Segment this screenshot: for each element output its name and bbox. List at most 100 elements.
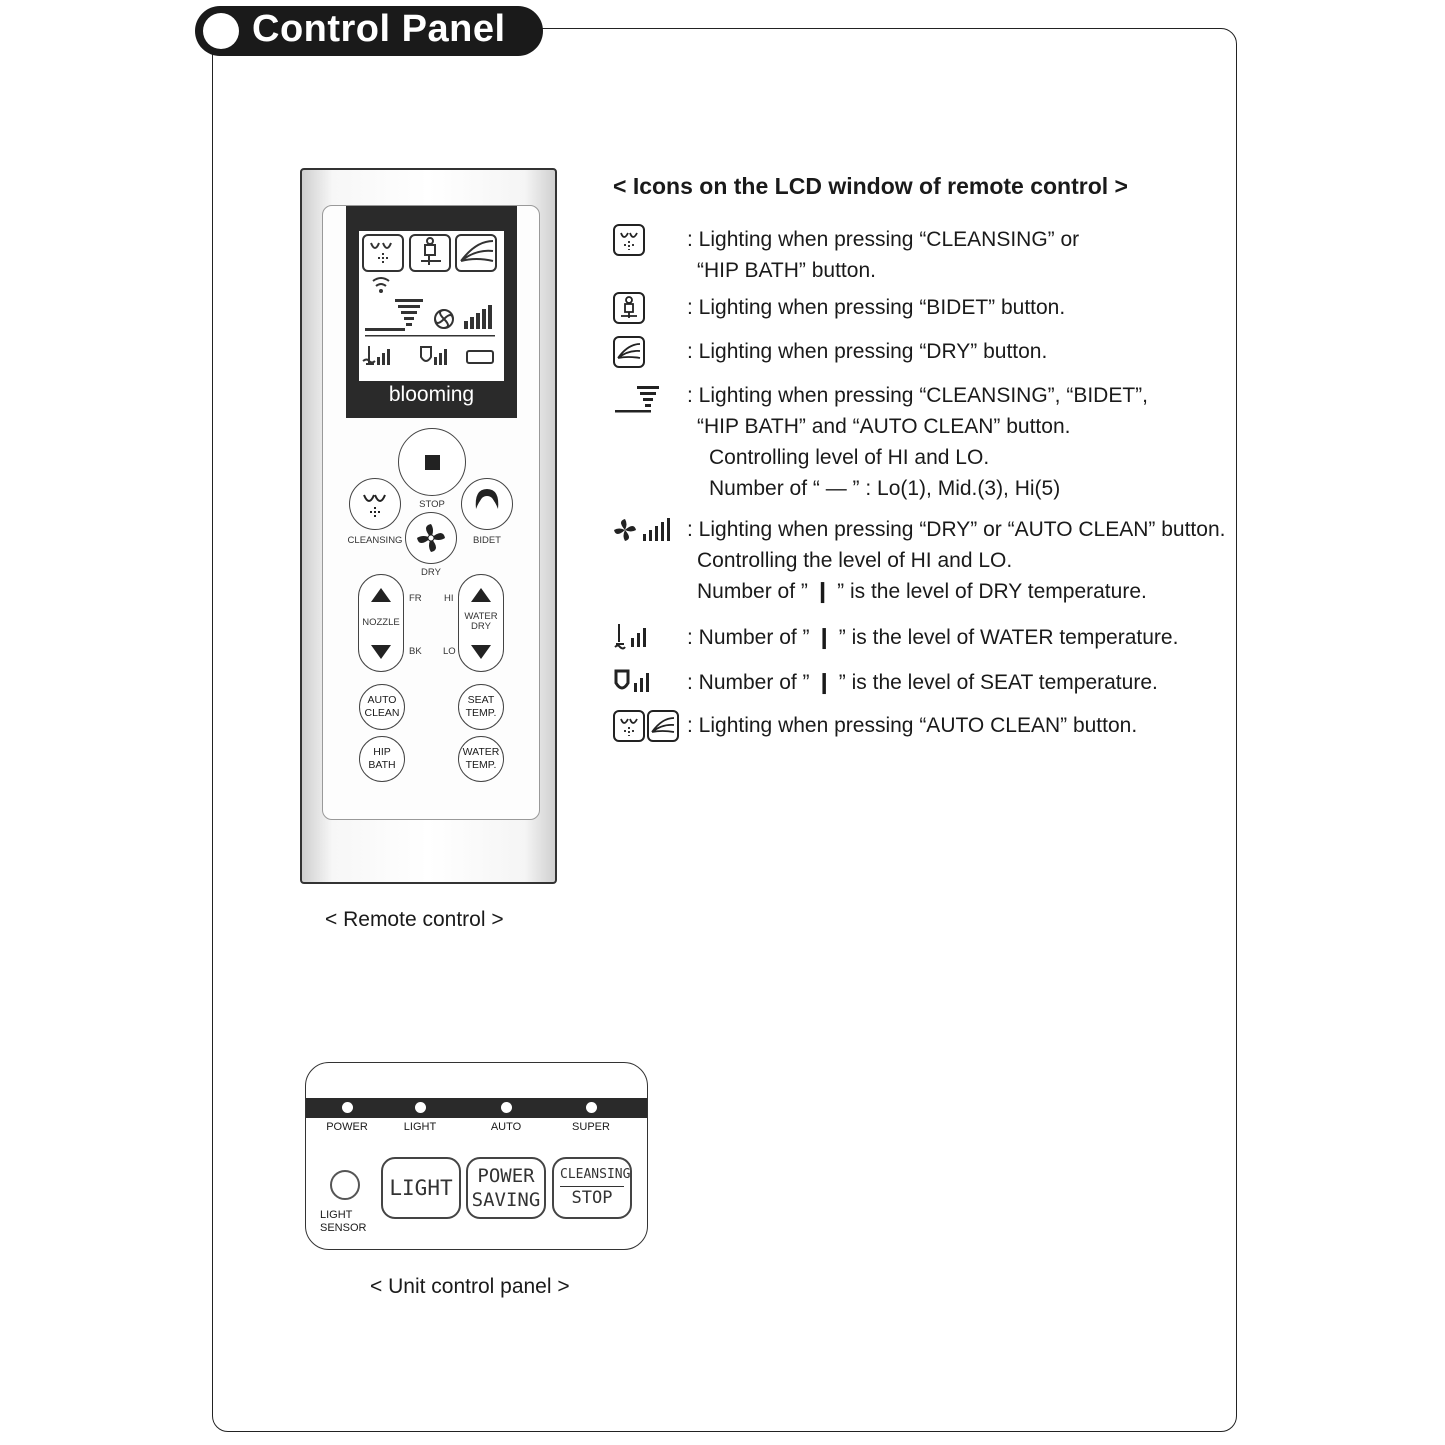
lcd-screen — [359, 231, 504, 381]
lcd-icons — [362, 234, 497, 365]
seat-temp-label-line2: TEMP. — [465, 707, 497, 719]
legend-text: : Lighting when pressing “CLEANSING”, “B… — [687, 380, 1148, 504]
cleansing-stop-label-line1: CLEANSING — [560, 1164, 630, 1187]
auto-clean-label-line1: AUTO — [367, 694, 397, 706]
lo-label: LO — [443, 646, 456, 657]
fan-level-icon — [613, 516, 673, 548]
light-sensor-label: LIGHT SENSOR — [320, 1209, 366, 1235]
cleansing-icon — [363, 494, 386, 517]
super-led — [586, 1102, 597, 1113]
remote-control: blooming STOP CLEANSING BIDET — [300, 168, 557, 884]
light-sensor-label-line1: LIGHT — [320, 1209, 353, 1221]
hip-bath-button[interactable]: HIP BATH — [359, 736, 405, 782]
power-saving-label: POWER SAVING — [468, 1159, 544, 1212]
power-saving-button[interactable]: POWER SAVING — [466, 1157, 546, 1219]
stop-button[interactable] — [398, 428, 466, 496]
legend-text: : Number of ” ❙ ” is the level of SEAT t… — [687, 671, 1158, 694]
dry-icon — [613, 336, 647, 374]
legend-text: : Lighting when pressing “AUTO CLEAN” bu… — [687, 714, 1138, 737]
bidet-icon — [613, 292, 647, 330]
hip-bath-label-line1: HIP — [373, 746, 391, 758]
legend-text: : Lighting when pressing “DRY” or “AUTO … — [687, 514, 1225, 607]
light-sensor-label-line2: SENSOR — [320, 1222, 367, 1234]
bidet-label: BIDET — [473, 535, 501, 546]
page-title: Control Panel — [252, 8, 506, 50]
legend-line: “HIP BATH” and “AUTO CLEAN” button. — [697, 415, 1071, 438]
remote-caption: < Remote control > — [325, 908, 504, 931]
remote-face: blooming STOP CLEANSING BIDET — [322, 205, 540, 820]
legend-line: Controlling the level of HI and LO. — [697, 549, 1013, 572]
bk-label: BK — [409, 646, 422, 657]
legend-text: : Lighting when pressing “DRY” button. — [687, 340, 1048, 363]
nozzle-label: NOZZLE — [362, 617, 400, 628]
legend-line: Number of “ — ” : Lo(1), Mid.(3), Hi(5) — [709, 477, 1061, 500]
legend-line: Controlling level of HI and LO. — [709, 446, 990, 469]
page-frame — [212, 28, 1237, 1432]
light-sensor — [330, 1170, 360, 1200]
water-temp-button[interactable]: WATER TEMP. — [458, 736, 504, 782]
light-led-label: LIGHT — [403, 1121, 437, 1133]
water-pressure-icon — [613, 384, 661, 418]
seat-temp-button[interactable]: SEAT TEMP. — [458, 684, 504, 730]
brand-logo: blooming — [388, 383, 475, 406]
cleansing-button[interactable] — [349, 478, 401, 530]
power-led — [342, 1102, 353, 1113]
legend-line: Number of ” ❙ ” is the level of DRY temp… — [697, 580, 1147, 603]
water-temp-label-line1: WATER — [462, 746, 500, 758]
led-strip — [306, 1098, 647, 1118]
level-down-arrow-icon[interactable] — [471, 645, 491, 659]
level-up-arrow-icon[interactable] — [471, 588, 491, 602]
hip-bath-label-line2: BATH — [368, 759, 396, 771]
legend-line: : Lighting when pressing “CLEANSING”, “B… — [687, 384, 1148, 407]
auto-clean-icon — [613, 710, 683, 748]
seat-temp-icon — [613, 667, 655, 699]
cleansing-stop-label-line2: STOP — [571, 1188, 613, 1208]
cleansing-stop-button[interactable]: CLEANSING STOP — [552, 1157, 632, 1219]
legend-line: : Lighting when pressing “CLEANSING” or — [687, 228, 1080, 251]
legend-text: : Lighting when pressing “BIDET” button. — [687, 296, 1066, 319]
auto-clean-label-line2: CLEAN — [364, 707, 400, 719]
cleansing-stop-label: CLEANSING STOP — [554, 1159, 630, 1209]
water-dry-label-line1: WATER — [464, 611, 498, 622]
water-dry-label: WATER DRY — [459, 612, 503, 632]
bidet-icon — [475, 489, 499, 510]
unit-control-panel: POWER LIGHT AUTO SUPER LIGHT SENSOR LIGH… — [305, 1062, 648, 1250]
stop-label: STOP — [419, 499, 445, 510]
page-title-pill: Control Panel — [195, 6, 543, 56]
nozzle-forward-arrow-icon[interactable] — [371, 588, 391, 602]
title-dot-icon — [203, 13, 239, 49]
lcd-window: blooming — [346, 206, 517, 418]
cleansing-label: CLEANSING — [347, 535, 403, 546]
dry-label: DRY — [421, 567, 441, 578]
light-button[interactable]: LIGHT — [381, 1157, 461, 1219]
cleansing-icon — [613, 224, 647, 262]
legend-line: “HIP BATH” button. — [697, 259, 876, 282]
water-dry-rocker[interactable]: WATER DRY — [458, 574, 504, 672]
water-temp-label-line2: TEMP. — [465, 759, 497, 771]
hi-label: HI — [444, 593, 454, 604]
auto-led — [501, 1102, 512, 1113]
stop-square-icon — [425, 455, 440, 470]
legend-text: : Number of ” ❙ ” is the level of WATER … — [687, 626, 1179, 649]
icons-heading: < Icons on the LCD window of remote cont… — [613, 173, 1128, 199]
super-led-label: SUPER — [572, 1121, 610, 1133]
seat-temp-label-line1: SEAT — [467, 694, 495, 706]
auto-led-label: AUTO — [490, 1121, 522, 1133]
power-led-label: POWER — [326, 1121, 368, 1133]
bidet-button[interactable] — [461, 478, 513, 530]
water-temp-icon — [613, 622, 653, 654]
fr-label: FR — [409, 593, 422, 604]
nozzle-rocker[interactable]: NOZZLE — [358, 574, 404, 672]
dry-button[interactable] — [405, 512, 457, 564]
power-saving-label-line2: SAVING — [471, 1189, 541, 1211]
light-button-label: LIGHT — [389, 1176, 453, 1200]
power-saving-label-line1: POWER — [477, 1165, 535, 1187]
legend-line: : Lighting when pressing “DRY” or “AUTO … — [687, 518, 1226, 541]
light-led — [415, 1102, 426, 1113]
legend-text: : Lighting when pressing “CLEANSING” or … — [687, 224, 1079, 286]
water-dry-label-line2: DRY — [471, 621, 491, 632]
auto-clean-button[interactable]: AUTO CLEAN — [359, 684, 405, 730]
fan-icon — [417, 524, 445, 552]
nozzle-back-arrow-icon[interactable] — [371, 645, 391, 659]
unit-panel-caption: < Unit control panel > — [370, 1275, 570, 1298]
